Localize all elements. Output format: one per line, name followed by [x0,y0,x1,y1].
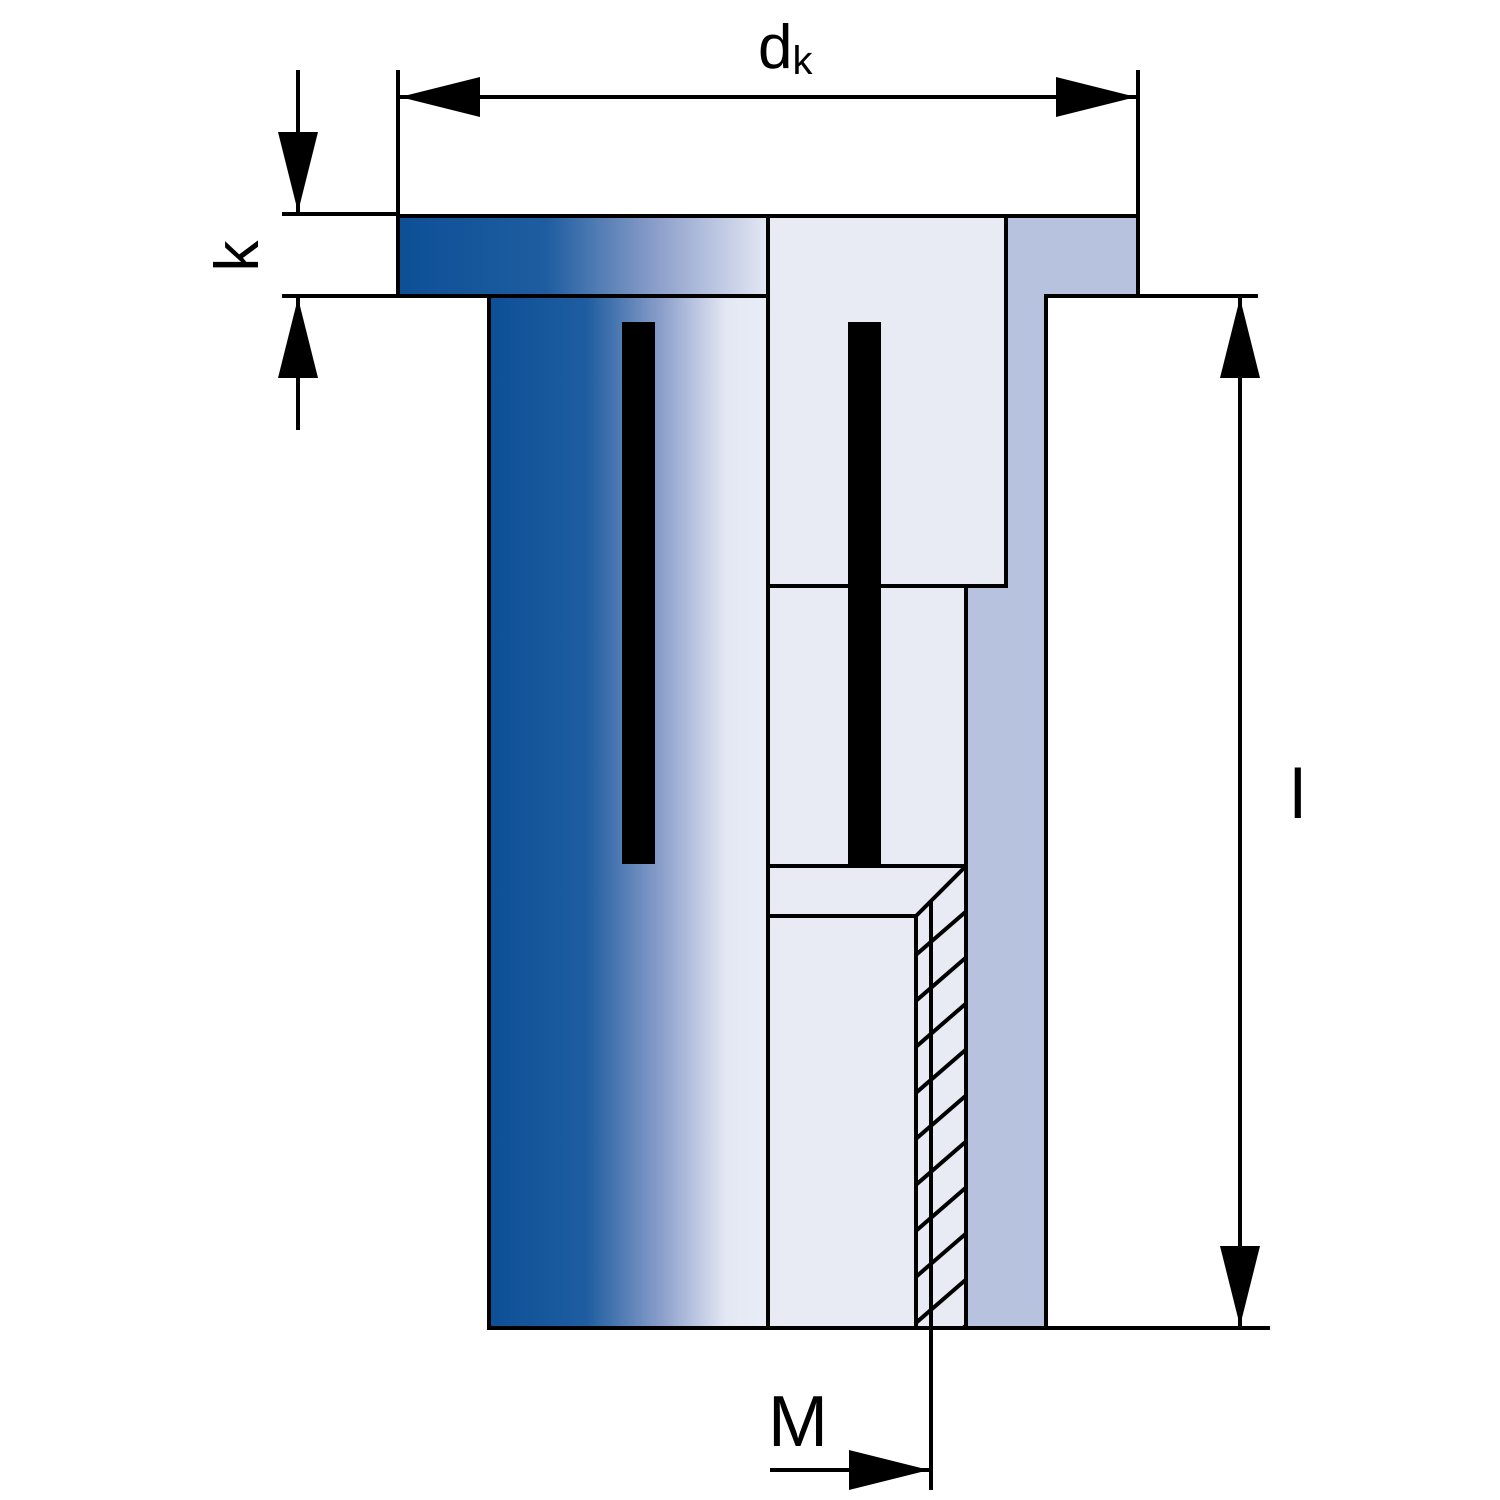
upper-bore [768,216,1006,586]
flange-exterior [398,216,768,296]
thread-hatching [916,906,966,1328]
dimension-l [1046,294,1270,1330]
slot-right [848,322,881,864]
label-dk: dk [758,13,813,83]
section-half [768,216,1138,1328]
label-l: l [1290,755,1306,833]
thread-region [916,866,966,1328]
exterior-half [398,216,768,1328]
lower-bore [768,916,916,1328]
label-k: k [203,240,272,272]
dimension-k [278,70,398,430]
label-m: M [768,1382,828,1462]
section-lines [768,216,1008,1328]
dimension-dk [396,70,1140,216]
dimension-m [770,1328,933,1490]
thread-top-face [768,866,966,916]
slot-left [622,322,655,864]
